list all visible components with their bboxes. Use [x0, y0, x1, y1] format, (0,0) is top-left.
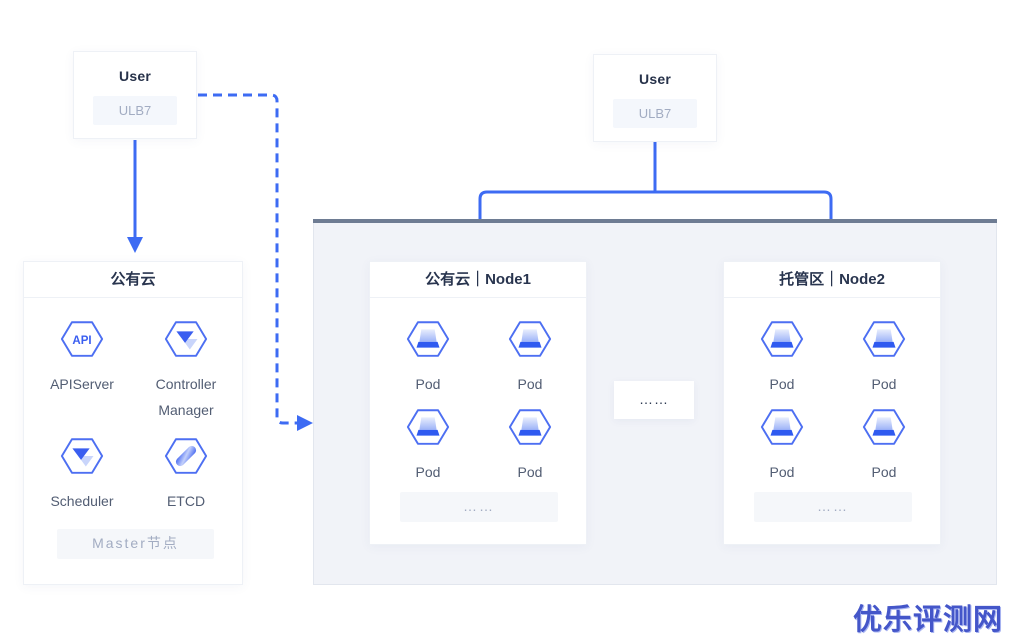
user-box-1: User ULB7 [73, 51, 197, 139]
ulb-chip: ULB7 [93, 96, 177, 125]
pod-hexagon-icon [405, 318, 451, 360]
node2-footer-chip: …… [754, 492, 912, 522]
funnel-hexagon-icon [163, 318, 209, 360]
pod-item: Pod [376, 318, 480, 397]
pod-label: Pod [415, 464, 441, 480]
pod-hexagon-icon [861, 406, 907, 448]
controller-manager-item: Controller Manager [134, 318, 238, 423]
pod-hexagon-icon [759, 318, 805, 360]
pod-item: Pod [376, 406, 480, 485]
user-title: User [639, 71, 671, 87]
node2-header: 托管区｜Node2 [724, 262, 940, 298]
etcd-hexagon-icon [163, 435, 209, 477]
scheduler-label: Scheduler [50, 493, 114, 509]
apiserver-label: APIServer [50, 376, 114, 392]
scheduler-item: Scheduler [30, 435, 134, 514]
pod-hexagon-icon [507, 318, 553, 360]
pod-label: Pod [415, 376, 441, 392]
apiserver-item: APIServer [30, 318, 134, 397]
pod-label: Pod [769, 376, 795, 392]
pod-item: Pod [832, 406, 936, 485]
site-watermark: 优乐评测网 [853, 604, 1004, 636]
pod-label: Pod [769, 464, 795, 480]
user-title: User [119, 68, 151, 84]
master-box-header: 公有云 [24, 262, 242, 298]
user-box-2: User ULB7 [593, 54, 717, 142]
container-top-bar [313, 219, 997, 223]
pod-item: Pod [730, 318, 834, 397]
api-hexagon-icon [59, 318, 105, 360]
more-nodes-box: …… [614, 381, 694, 419]
pod-item: Pod [832, 318, 936, 397]
pod-label: Pod [517, 376, 543, 392]
pod-hexagon-icon [405, 406, 451, 448]
node1-box: 公有云｜Node1 Pod Pod Pod Pod …… [369, 261, 587, 545]
pod-item: Pod [730, 406, 834, 485]
pod-label: Pod [517, 464, 543, 480]
pod-hexagon-icon [507, 406, 553, 448]
node1-header: 公有云｜Node1 [370, 262, 586, 298]
controller-manager-label: Controller Manager [155, 376, 217, 418]
pod-hexagon-icon [861, 318, 907, 360]
pod-item: Pod [478, 406, 582, 485]
pod-hexagon-icon [759, 406, 805, 448]
pod-label: Pod [871, 376, 897, 392]
pod-label: Pod [871, 464, 897, 480]
funnel-hexagon-icon [59, 435, 105, 477]
node2-box: 托管区｜Node2 Pod Pod Pod Pod …… [723, 261, 941, 545]
master-footer-chip: Master节点 [57, 529, 214, 559]
node1-footer-chip: …… [400, 492, 558, 522]
etcd-label: ETCD [166, 493, 206, 509]
pod-item: Pod [478, 318, 582, 397]
etcd-item: ETCD [134, 435, 238, 514]
ulb-chip: ULB7 [613, 99, 697, 128]
master-node-box: 公有云 APIServer Controller Manager Schedul… [23, 261, 243, 585]
